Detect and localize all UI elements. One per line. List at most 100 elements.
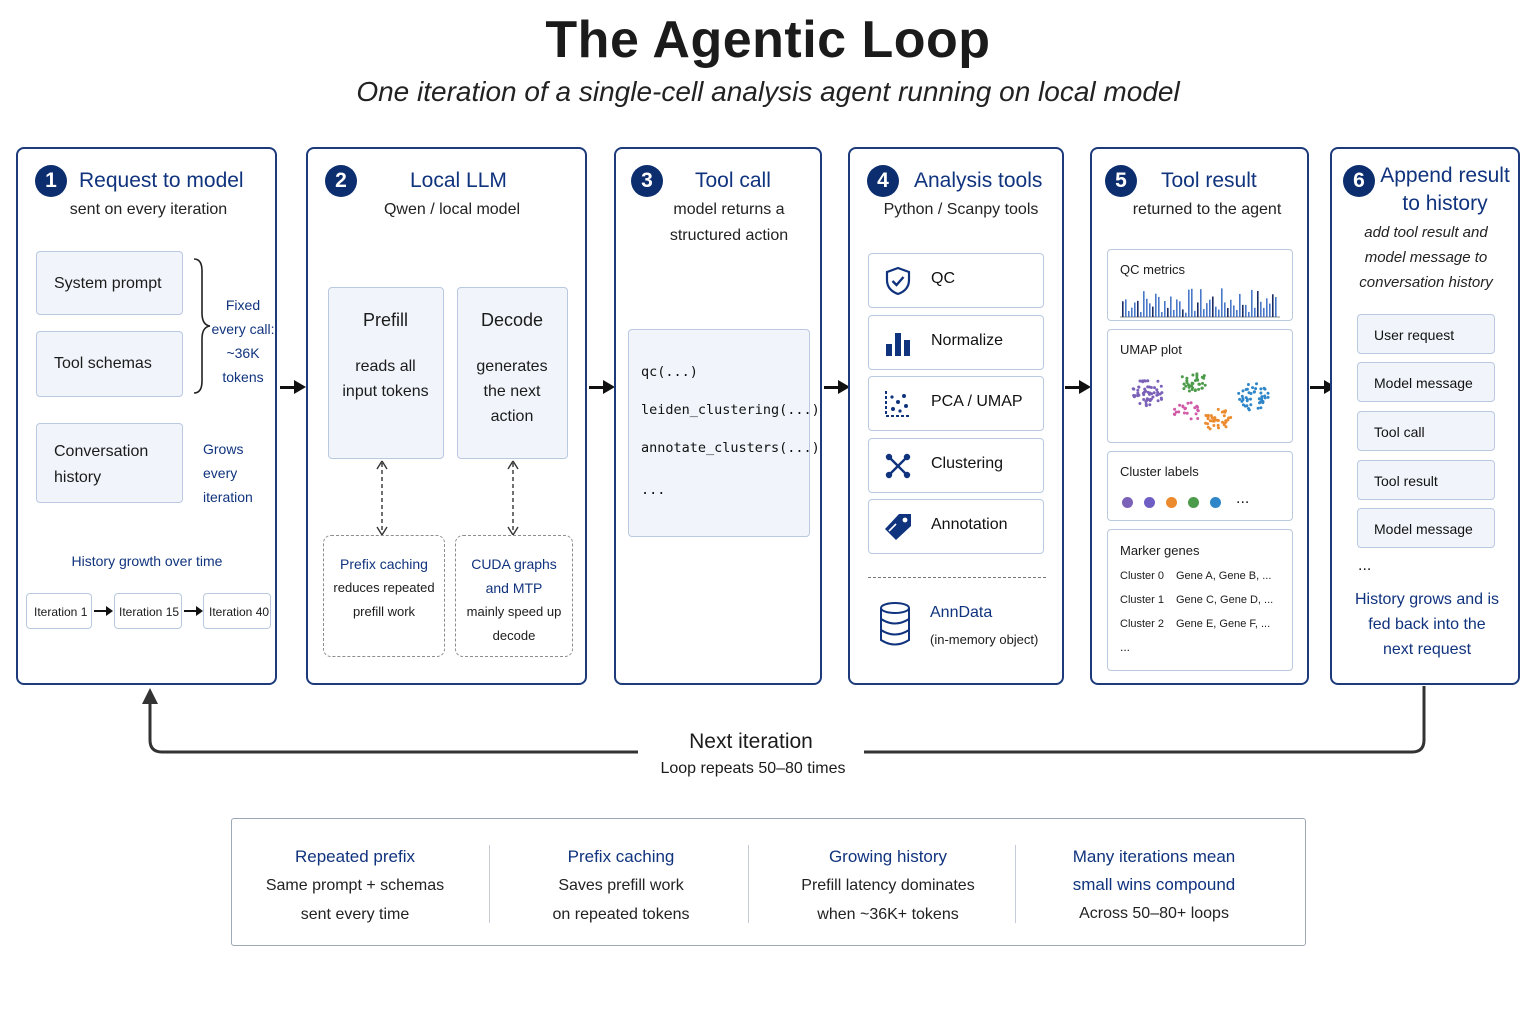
qc-bar <box>1209 299 1211 317</box>
title-line: Append result <box>1380 164 1510 187</box>
step-number-6: 6 <box>1343 165 1375 197</box>
next-iteration-label: Next iteration <box>689 730 813 753</box>
umap-point <box>1229 416 1233 419</box>
summary-box: Repeated prefix Same prompt + schemas se… <box>231 818 1306 946</box>
qc-bar <box>1224 302 1226 317</box>
umap-point <box>1159 396 1163 400</box>
marker-genes: Gene E, Gene F, ... <box>1176 618 1271 630</box>
qc-bar <box>1248 311 1250 317</box>
umap-point <box>1193 379 1197 383</box>
umap-point <box>1216 407 1220 411</box>
loop-repeat-note: Loop repeats 50–80 times <box>660 760 846 777</box>
umap-point <box>1144 404 1148 408</box>
umap-point <box>1194 412 1198 416</box>
cuda-graphs-title: and MTP <box>485 580 543 596</box>
summary-line: Saves prefill work <box>558 877 684 894</box>
umap-plot-label: UMAP plot <box>1120 342 1182 357</box>
qc-metrics-label: QC metrics <box>1120 262 1185 277</box>
cuda-graphs-box: CUDA graphs and MTP mainly speed up deco… <box>455 535 573 657</box>
prefix-caching-box: Prefix caching reduces repeated prefill … <box>323 535 445 657</box>
qc-bar <box>1149 303 1151 317</box>
qc-bar <box>1242 304 1244 317</box>
prefill-desc: reads all input tokens <box>329 354 442 404</box>
desc-line: the next <box>483 383 541 400</box>
umap-point <box>1195 372 1199 376</box>
iteration-label: Iteration 1 <box>34 605 88 619</box>
anndata-title: AnnData <box>930 604 993 621</box>
umap-point <box>1203 383 1207 387</box>
small-arrow <box>94 610 108 612</box>
qc-bar <box>1203 309 1205 317</box>
qc-bar <box>1239 293 1241 317</box>
umap-point <box>1202 376 1206 380</box>
summary-line: sent every time <box>300 906 410 923</box>
umap-point <box>1216 419 1220 422</box>
umap-point <box>1136 388 1140 392</box>
marker-row: Cluster 1 Gene C, Gene D, ... <box>1120 594 1290 606</box>
umap-point <box>1131 387 1135 391</box>
umap-point <box>1245 399 1249 403</box>
umap-point <box>1182 411 1186 415</box>
qc-bar <box>1194 310 1196 317</box>
divider <box>868 577 1046 578</box>
qc-histogram <box>1120 288 1280 318</box>
umap-point <box>1142 398 1146 401</box>
summary-divider <box>489 845 490 923</box>
qc-bar <box>1269 303 1271 317</box>
marker-cluster: Cluster 1 <box>1120 594 1165 606</box>
umap-point <box>1145 398 1149 402</box>
bar-chart-icon <box>886 333 910 356</box>
umap-point <box>1184 406 1187 410</box>
umap-point <box>1138 402 1142 405</box>
cluster-labels-label: Cluster labels <box>1120 464 1199 479</box>
umap-point <box>1247 391 1251 395</box>
umap-point <box>1200 386 1204 390</box>
panel-title: Append result to history <box>1372 162 1518 218</box>
diagram-subtitle: One iteration of a single-cell analysis … <box>356 76 1180 107</box>
panel-request-to-model: 1 Request to model sent on every iterati… <box>16 147 277 685</box>
summary-repeated-prefix: Repeated prefix Same prompt + schemas se… <box>232 819 478 947</box>
umap-point <box>1266 395 1270 399</box>
umap-point <box>1259 391 1263 395</box>
qc-bar <box>1134 302 1136 317</box>
qc-bar <box>1131 307 1133 317</box>
system-prompt-box: System prompt <box>36 251 183 315</box>
system-prompt-label: System prompt <box>54 275 162 292</box>
cluster-labels-more: ... <box>1236 490 1250 507</box>
umap-point <box>1153 386 1156 390</box>
qc-bar <box>1173 309 1175 317</box>
iteration-box: Iteration 15 <box>114 593 182 629</box>
umap-point <box>1184 384 1188 388</box>
umap-point <box>1256 406 1260 410</box>
umap-scatter <box>1131 372 1270 431</box>
iteration-box: Iteration 40 <box>203 593 271 629</box>
subtitle-line: model message to <box>1364 249 1488 266</box>
summary-title: Growing history <box>828 847 948 866</box>
umap-point <box>1155 393 1159 397</box>
prefill-title: Prefill <box>362 310 408 330</box>
cluster-network-icon <box>885 453 911 479</box>
umap-point <box>1150 392 1154 396</box>
umap-point <box>1251 386 1255 390</box>
umap-point <box>1266 391 1270 395</box>
umap-point <box>1174 410 1178 414</box>
umap-point <box>1206 417 1210 421</box>
umap-point <box>1247 407 1250 410</box>
umap-point <box>1138 379 1142 383</box>
umap-point <box>1259 387 1263 391</box>
grows-note: Grows every iteration <box>203 437 253 509</box>
cuda-graphs-title: CUDA graphs <box>471 556 557 572</box>
qc-bar <box>1215 306 1217 317</box>
umap-point <box>1151 395 1155 399</box>
decode-box: Decode generates the next action <box>457 287 568 459</box>
umap-point <box>1182 382 1186 386</box>
umap-point <box>1196 417 1200 420</box>
panel-subtitle: model returns a structured action <box>616 197 842 249</box>
umap-point <box>1253 390 1256 394</box>
umap-point <box>1133 394 1137 398</box>
history-item: Tool result <box>1357 460 1495 500</box>
cluster-dot <box>1166 497 1177 508</box>
conversation-history-box: Conversation history <box>36 423 183 503</box>
tool-qc: QC <box>868 253 1044 308</box>
umap-point <box>1143 387 1147 391</box>
